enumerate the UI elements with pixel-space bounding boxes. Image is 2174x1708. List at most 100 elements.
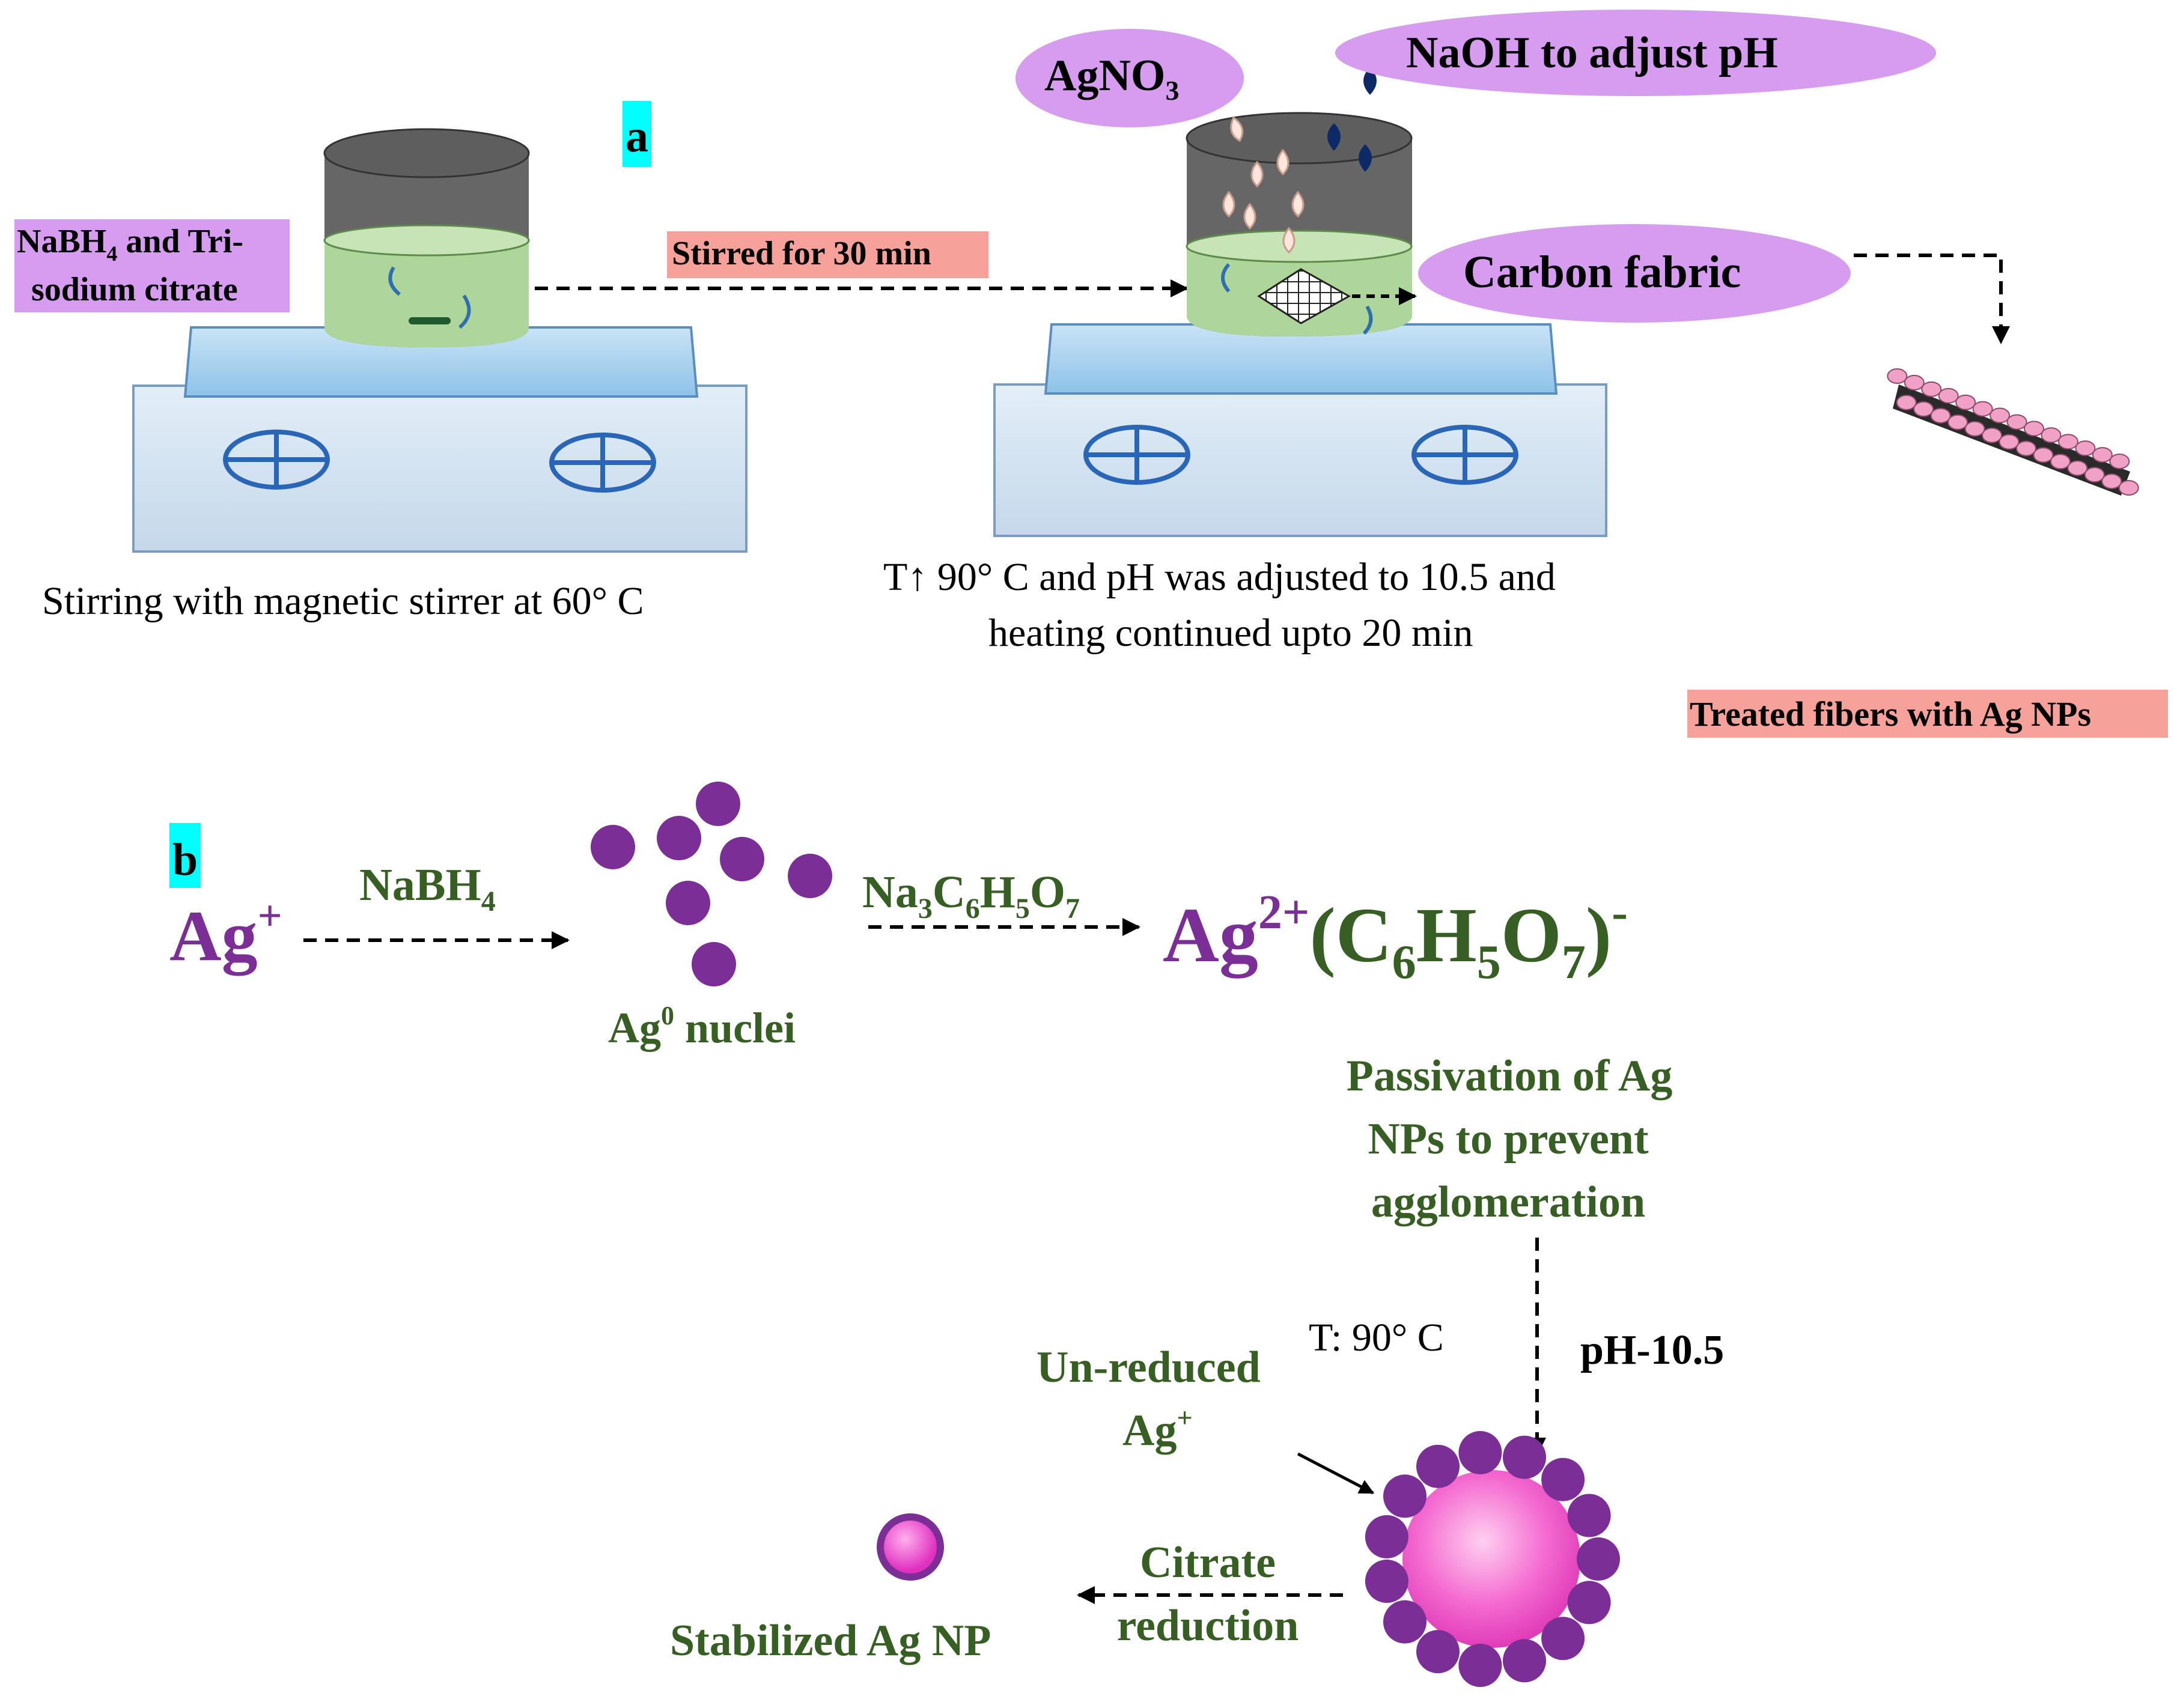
temp-label: T: 90° C: [1309, 1316, 1444, 1360]
left-knob-1: [223, 430, 330, 490]
arrow-to-treated-fibers: [1854, 254, 2010, 344]
right-beaker: [1186, 112, 1417, 336]
passivation-line2: NPs to prevent: [1368, 1114, 1649, 1164]
fiber-bead: [2092, 447, 2113, 463]
ag0-nuclei-label: Ag0 nuclei: [608, 1001, 796, 1052]
fiber-bead: [1955, 394, 1976, 410]
shell-bead: [1567, 1581, 1611, 1624]
fiber-bead: [2075, 440, 2096, 457]
shell-bead: [1365, 1515, 1408, 1558]
shell-bead: [1503, 1435, 1547, 1479]
passivated-nanoparticle: [1365, 1430, 1620, 1688]
fiber-bead: [2067, 460, 2088, 476]
panel-a: a: [14, 10, 2168, 738]
fiber-bead: [1913, 401, 1934, 417]
unreduced-line2: Ag+: [1122, 1402, 1193, 1455]
right-knob-1: [1083, 425, 1190, 485]
panel-b-label: b: [172, 834, 198, 885]
agno3-bubble: [1015, 29, 1244, 127]
nabh4-label: NaBH4: [359, 860, 496, 917]
fiber-bead: [1990, 407, 2011, 424]
right-stirrer-base: [993, 383, 1607, 537]
fiber-bead: [2109, 454, 2130, 469]
treated-fiber-image: [1887, 368, 2139, 496]
fiber-bead: [2057, 434, 2078, 450]
fiber-bead: [2023, 421, 2044, 437]
fiber-bead: [1938, 387, 1959, 404]
fiber-bead: [1999, 434, 2020, 450]
naoh-label: NaOH to adjust pH: [1406, 28, 1778, 77]
citrate-reduction-line1: Citrate: [1140, 1538, 1276, 1587]
shell-bead: [1541, 1457, 1585, 1501]
shell-bead: [1458, 1430, 1502, 1474]
stabilized-ag-np: [877, 1513, 944, 1581]
caption-mid-line1: T↑ 90° C and pH was adjusted to 10.5 and: [883, 555, 1556, 599]
naoh-bubble: [1335, 10, 1936, 96]
fiber-bead: [1887, 368, 1908, 384]
reagent-box-line1: NaBH4 and Tri-: [17, 223, 243, 266]
fiber-bead: [1896, 395, 1917, 410]
shell-bead: [1416, 1444, 1460, 1488]
fiber-bead: [1930, 407, 1951, 424]
panel-a-label: a: [626, 111, 648, 162]
shell-bead: [1503, 1639, 1547, 1683]
shell-bead: [1416, 1630, 1460, 1674]
panel-b: b Ag+ NaBH4 Ag0 nuclei Na3C6H5O7 Ag2+(C6…: [169, 782, 1724, 1688]
stir-note: Stirred for 30 min: [672, 235, 931, 272]
left-stirrer-apparatus: [132, 128, 748, 553]
stabilized-label: Stabilized Ag NP: [670, 1616, 991, 1665]
reagent-box-line2: sodium citrate: [31, 271, 238, 308]
left-knob-2: [549, 433, 656, 493]
fiber-bead: [2050, 454, 2071, 470]
left-stirrer-base: [132, 384, 748, 553]
right-knob-2: [1411, 425, 1518, 485]
panel-a-label-bg: [623, 101, 651, 167]
left-beaker: [323, 128, 530, 347]
unreduced-line1: Un-reduced: [1037, 1343, 1261, 1392]
fiber-bead: [1904, 374, 1925, 391]
fiber-bead: [2033, 447, 2054, 463]
caption-mid-line2: heating continued upto 20 min: [988, 611, 1473, 655]
panel-b-label-bg: [169, 823, 201, 888]
shell-bead: [1567, 1494, 1611, 1537]
fiber-bead: [1982, 427, 2003, 443]
fiber-bead: [1947, 414, 1968, 430]
shell-bead: [1383, 1600, 1426, 1644]
shell-bead: [1541, 1617, 1585, 1661]
shell-bead: [1458, 1644, 1502, 1688]
carbon-fabric-label: Carbon fabric: [1463, 247, 1741, 297]
shell-bead: [1577, 1537, 1620, 1581]
pointer-unreduced: [1297, 1452, 1375, 1495]
fiber-bead: [1921, 381, 1942, 397]
reagent-box-bg: [14, 219, 290, 312]
fiber-bead: [2041, 427, 2062, 443]
fiber-bead: [2084, 467, 2105, 483]
stir-note-bg: [667, 231, 988, 278]
fiber-bead: [2118, 480, 2139, 496]
right-stirrer-apparatus: [993, 67, 1607, 537]
ph-label: pH-10.5: [1580, 1327, 1724, 1373]
passivation-line3: agglomeration: [1371, 1178, 1645, 1227]
shell-bead: [1365, 1560, 1408, 1603]
treated-label-bg: [1687, 690, 2168, 738]
naoh-droplets: [1327, 67, 1377, 172]
fiber-bead: [2006, 414, 2027, 430]
fiber-bead: [1972, 401, 1993, 417]
carbon-fabric-mesh: [1257, 268, 1351, 324]
caption-left: Stirring with magnetic stirrer at 60° C: [42, 579, 644, 623]
agno3-label: AgNO3: [1044, 51, 1179, 106]
carbon-fabric-bubble: [1418, 224, 1851, 323]
agno3-droplets: [1222, 116, 1305, 254]
fiber-bead: [2101, 473, 2122, 490]
treated-label: Treated fibers with Ag NPs: [1690, 694, 2091, 734]
passivation-line1: Passivation of Ag: [1347, 1051, 1673, 1101]
ag-ion: Ag+: [169, 892, 282, 976]
fiber-bead: [1964, 421, 1985, 437]
ag-citrate-complex: Ag2+(C6H5O7)-: [1163, 886, 1628, 989]
citrate-reagent-label: Na3C6H5O7: [862, 867, 1080, 925]
shell-bead: [1383, 1474, 1426, 1518]
citrate-reduction-line2: reduction: [1117, 1601, 1299, 1650]
ag0-nuclei-cluster: [591, 782, 832, 986]
fiber-bead: [2015, 440, 2036, 457]
